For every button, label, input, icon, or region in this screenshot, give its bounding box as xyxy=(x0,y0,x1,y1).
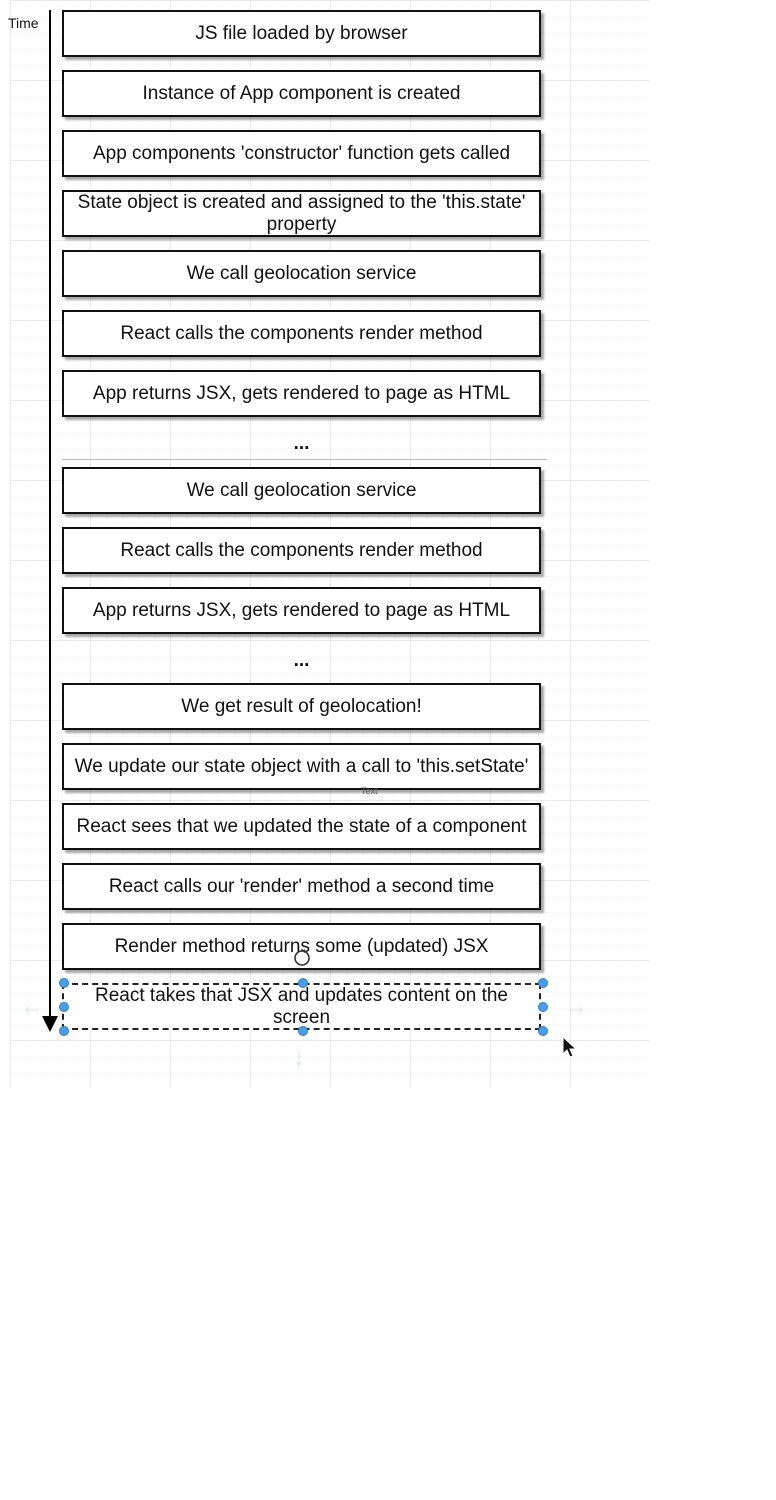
step-box[interactable]: App returns JSX, gets rendered to page a… xyxy=(62,587,541,634)
step-box[interactable]: We update our state object with a call t… xyxy=(62,743,541,790)
step-label: React takes that JSX and updates content… xyxy=(95,984,508,1028)
step-label: React calls our 'render' method a second… xyxy=(108,875,495,897)
expand-arrow-right-icon[interactable]: → xyxy=(564,993,588,1020)
step-label: React calls the components render method xyxy=(120,322,483,344)
expand-arrow-left-icon[interactable]: ← xyxy=(20,993,44,1020)
step-label: State object is created and assigned to … xyxy=(77,191,526,235)
tiny-text-label: Text xyxy=(361,786,378,796)
rotate-icon[interactable] xyxy=(292,947,312,967)
expand-arrow-down-icon[interactable]: ↓ xyxy=(293,1044,305,1071)
timeline-arrowhead xyxy=(42,1016,58,1032)
step-label: We call geolocation service xyxy=(186,262,417,284)
step-box[interactable]: React calls the components render method xyxy=(62,310,541,357)
step-box-selected[interactable]: React takes that JSX and updates content… xyxy=(62,983,541,1030)
step-box[interactable]: App returns JSX, gets rendered to page a… xyxy=(62,370,541,417)
resize-handle-bottom[interactable] xyxy=(298,1026,308,1036)
step-label: We call geolocation service xyxy=(186,479,417,501)
resize-handle-top-right[interactable] xyxy=(538,978,548,988)
step-label: We update our state object with a call t… xyxy=(74,755,529,777)
step-label: Render method returns some (updated) JSX xyxy=(114,935,489,957)
resize-handle-right[interactable] xyxy=(538,1002,548,1012)
step-box[interactable]: Render method returns some (updated) JSX xyxy=(62,923,541,970)
step-label: App returns JSX, gets rendered to page a… xyxy=(92,382,511,404)
step-box[interactable]: React calls the components render method xyxy=(62,527,541,574)
ellipsis-marker: ... xyxy=(293,433,310,454)
step-box[interactable]: React sees that we updated the state of … xyxy=(62,803,541,850)
section-divider xyxy=(62,459,547,460)
cursor-arrow-icon xyxy=(562,1036,578,1058)
step-box[interactable]: Instance of App component is created xyxy=(62,70,541,117)
ellipsis-marker: ... xyxy=(293,650,310,671)
step-box[interactable]: App components 'constructor' function ge… xyxy=(62,130,541,177)
resize-handle-top-left[interactable] xyxy=(59,978,69,988)
step-label: React sees that we updated the state of … xyxy=(76,815,527,837)
resize-handle-bottom-left[interactable] xyxy=(59,1026,69,1036)
step-label: App returns JSX, gets rendered to page a… xyxy=(92,599,511,621)
timeline-axis-line xyxy=(49,10,51,1018)
step-box[interactable]: State object is created and assigned to … xyxy=(62,190,541,237)
step-label: We get result of geolocation! xyxy=(181,695,422,717)
step-label: App components 'constructor' function ge… xyxy=(92,142,511,164)
resize-handle-bottom-right[interactable] xyxy=(538,1026,548,1036)
step-box[interactable]: React calls our 'render' method a second… xyxy=(62,863,541,910)
step-label: JS file loaded by browser xyxy=(195,22,408,44)
step-box[interactable]: We call geolocation service xyxy=(62,467,541,514)
step-box[interactable]: JS file loaded by browser xyxy=(62,10,541,57)
resize-handle-top[interactable] xyxy=(298,978,308,988)
resize-handle-left[interactable] xyxy=(59,1002,69,1012)
step-label: Instance of App component is created xyxy=(142,82,461,104)
step-label: React calls the components render method xyxy=(120,539,483,561)
time-axis-label: Time xyxy=(8,15,39,31)
step-box[interactable]: We call geolocation service xyxy=(62,250,541,297)
step-box[interactable]: We get result of geolocation! xyxy=(62,683,541,730)
